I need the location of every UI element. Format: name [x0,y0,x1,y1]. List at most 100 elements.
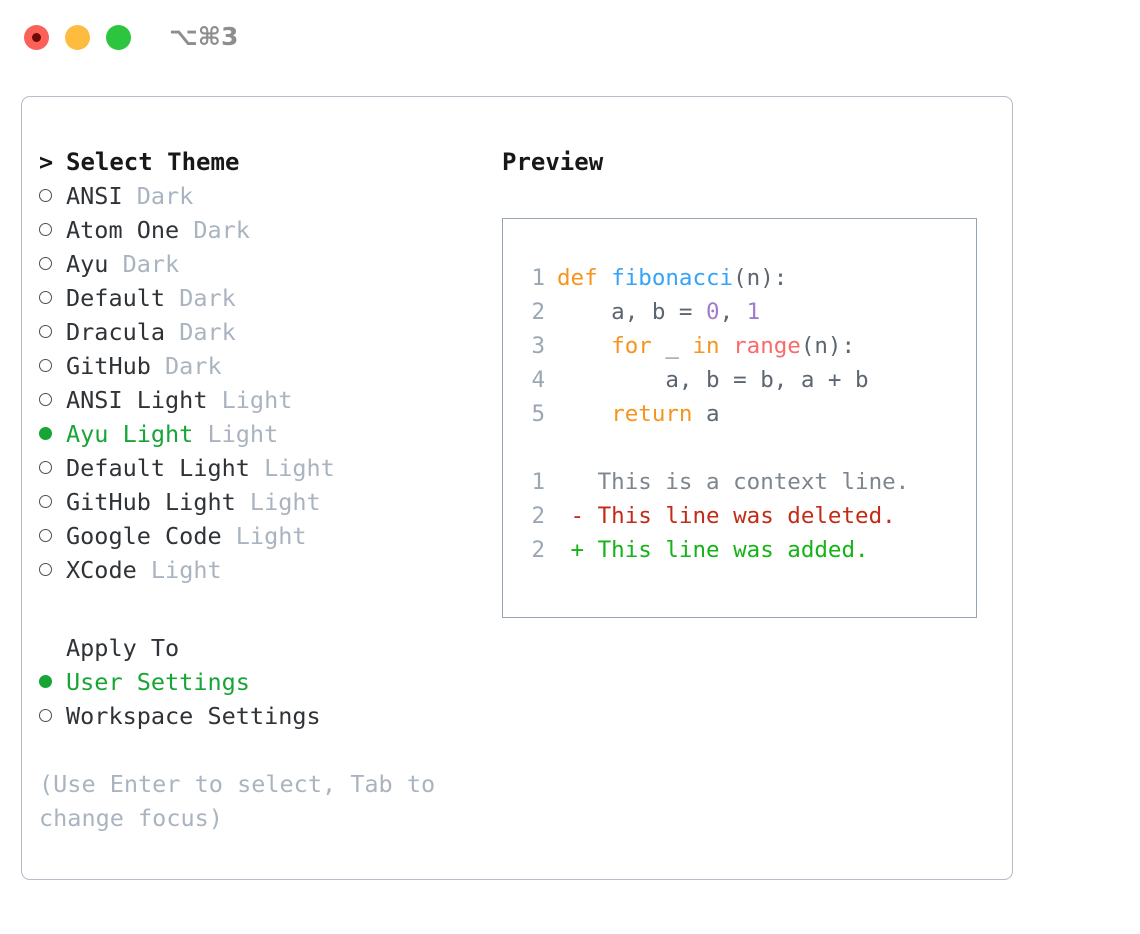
theme-option-ansi[interactable]: ANSI Dark [39,182,489,216]
radio-unselected-icon [39,216,66,244]
radio-unselected-icon [39,702,66,730]
code-text: for _ in range(n): [557,333,855,359]
theme-option-dracula[interactable]: Dracula Dark [39,318,489,352]
line-number: 4 [531,367,545,393]
apply-to-option-user-settings[interactable]: User Settings [39,668,489,702]
preview-title: Preview [502,148,604,176]
keyboard-hint: (Use Enter to select, Tab to change focu… [39,770,436,832]
apply-to-title: Apply To [66,634,180,662]
select-theme-header: > Select Theme [39,148,489,182]
apply-to-option-label: Workspace Settings [66,702,321,730]
code-token-txt: _ [651,333,693,359]
apply-to-option-workspace-settings[interactable]: Workspace Settings [39,702,489,736]
theme-variant-badge: Light [207,386,293,414]
radio-unselected-icon [39,182,66,210]
theme-option-google-code[interactable]: Google Code Light [39,522,489,556]
code-token-txt: , [719,299,747,325]
theme-option-label: Google Code [66,522,222,550]
code-token-txt [557,401,611,427]
theme-option-default[interactable]: Default Dark [39,284,489,318]
theme-variant-badge: Dark [165,318,236,346]
keyboard-shortcut-label: ⌥⌘3 [169,22,239,51]
code-token-txt [557,333,611,359]
theme-option-label: ANSI [66,182,123,210]
code-text: a, b = 0, 1 [557,299,760,325]
radio-unselected-icon [39,386,66,414]
code-token-kw: in [692,333,720,359]
code-token-kw: def [557,265,612,291]
theme-option-label: Atom One [66,216,180,244]
theme-option-ayu[interactable]: Ayu Dark [39,250,489,284]
window-controls [24,25,131,50]
line-number: 3 [531,333,545,359]
theme-option-ansi-light[interactable]: ANSI Light Light [39,386,489,420]
theme-option-label: GitHub Light [66,488,236,516]
code-token-fn: fibonacci [611,265,734,291]
line-number: 2 [531,299,545,325]
theme-option-label: Default [66,284,166,312]
diff-line-context: 1 This is a context line. [517,469,970,503]
code-line: 5 return a [517,401,970,435]
theme-variant-badge: Dark [150,352,222,380]
prompt-caret-icon: > [39,148,54,176]
theme-variant-badge: Dark [108,250,180,278]
radio-selected-icon [39,420,66,448]
line-number: 1 [531,469,545,495]
theme-option-default-light[interactable]: Default Light Light [39,454,489,488]
radio-unselected-icon [39,488,66,516]
diff-lines: 1 This is a context line.2 - This line w… [517,469,970,571]
code-token-txt [720,333,734,359]
theme-option-xcode[interactable]: XCode Light [39,556,489,590]
theme-variant-badge: Light [193,420,279,448]
code-token-txt: a [692,401,720,427]
theme-variant-badge: Light [136,556,222,584]
theme-option-ayu-light[interactable]: Ayu Light Light [39,420,489,454]
line-number: 5 [531,401,545,427]
diff-sign: + [557,537,598,563]
diff-text: This is a context line. [597,469,910,495]
line-number: 2 [531,537,545,563]
code-token-kw: for [611,333,652,359]
theme-variant-badge: Light [221,522,307,550]
code-token-num: 1 [746,299,761,325]
select-theme-title: Select Theme [66,148,240,176]
code-token-kw: return [611,401,693,427]
code-token-txt: (n): [800,333,856,359]
theme-option-label: Ayu Light [66,420,194,448]
code-token-txt: a, b = b, a + b [557,367,869,393]
theme-option-atom-one[interactable]: Atom One Dark [39,216,489,250]
maximize-button[interactable] [106,25,131,50]
theme-option-github[interactable]: GitHub Dark [39,352,489,386]
code-text: a, b = b, a + b [557,367,869,393]
theme-variant-badge: Dark [179,216,250,244]
theme-variant-badge: Light [249,454,335,482]
theme-option-label: Ayu [66,250,109,278]
code-line: 4 a, b = b, a + b [517,367,970,401]
minimize-button[interactable] [65,25,90,50]
title-bar: ⌥⌘3 [0,0,1140,78]
diff-line-added: 2 + This line was added. [517,537,970,571]
close-button[interactable] [24,25,49,50]
code-token-num: 0 [706,299,720,325]
radio-selected-icon [39,668,66,696]
line-number: 2 [531,503,545,529]
apply-to-marker-spacer [39,634,66,668]
code-token-call: range [733,333,801,359]
code-line: 3 for _ in range(n): [517,333,970,367]
radio-unselected-icon [39,352,66,380]
theme-option-github-light[interactable]: GitHub Light Light [39,488,489,522]
theme-variant-badge: Light [235,488,321,516]
diff-line-deleted: 2 - This line was deleted. [517,503,970,537]
theme-option-label: Default Light [66,454,250,482]
radio-unselected-icon [39,250,66,278]
theme-variant-badge: Dark [165,284,236,312]
